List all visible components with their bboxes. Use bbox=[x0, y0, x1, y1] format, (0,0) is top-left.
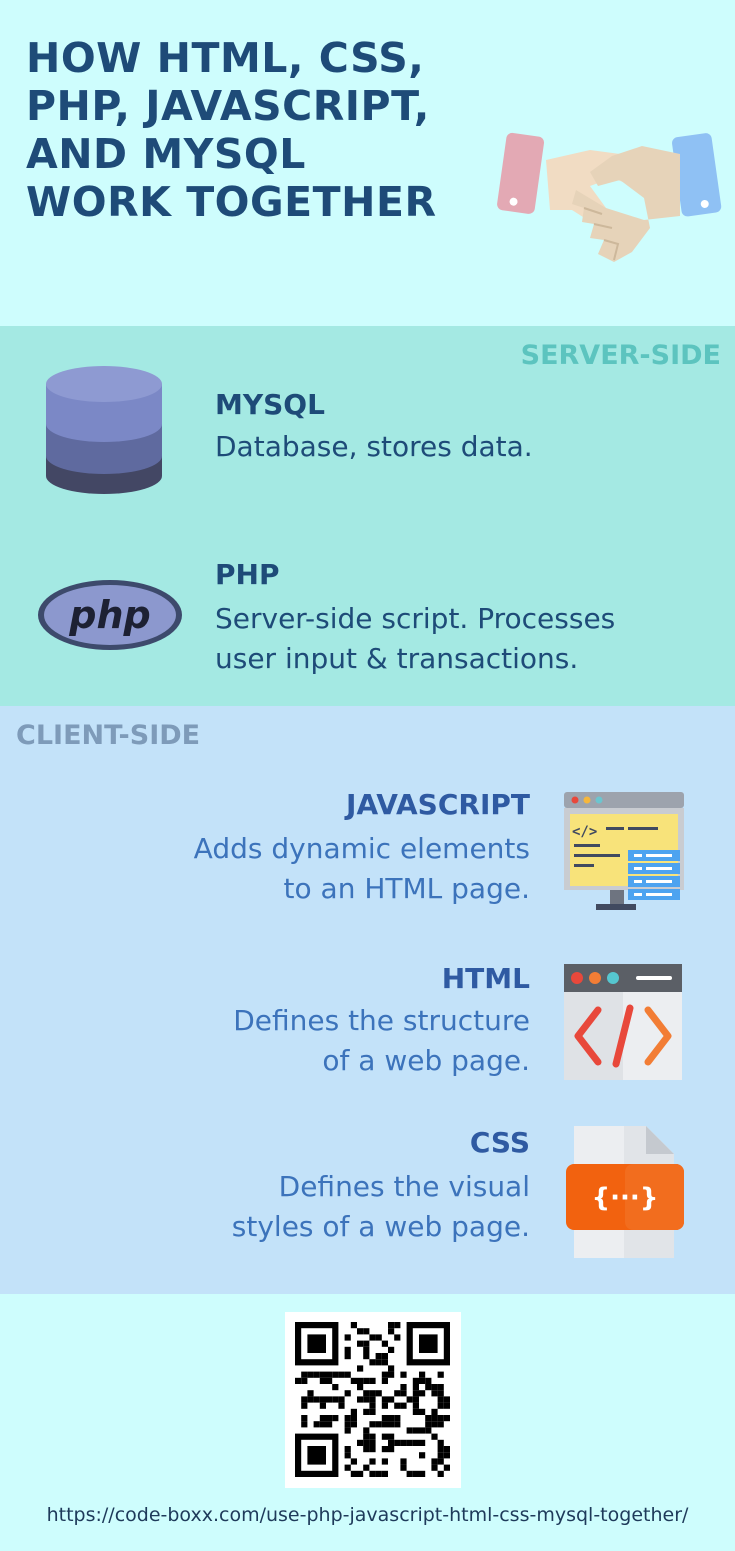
css-desc-line-1: Defines the visual bbox=[278, 1170, 530, 1203]
monitor-code-text: </> bbox=[572, 824, 597, 840]
javascript-title: JAVASCRIPT bbox=[346, 788, 530, 821]
php-desc-line-1: Server-side script. Processes bbox=[215, 602, 616, 635]
php-desc-line-2: user input & transactions. bbox=[215, 642, 579, 675]
footer: https://code-boxx.com/use-php-javascript… bbox=[0, 1294, 735, 1551]
browser-code-icon bbox=[564, 964, 682, 1080]
php-logo-text: php bbox=[68, 593, 150, 637]
mysql-desc-line-1: Database, stores data. bbox=[215, 430, 533, 463]
html-title: HTML bbox=[441, 962, 530, 995]
mysql-title: MYSQL bbox=[215, 388, 325, 421]
handshake-icon bbox=[497, 132, 722, 262]
database-icon bbox=[46, 366, 162, 494]
title-line-3: AND MYSQL bbox=[26, 130, 306, 178]
php-logo-icon: php bbox=[38, 580, 182, 650]
monitor-code-icon: </> bbox=[564, 792, 684, 910]
javascript-desc-line-1: Adds dynamic elements bbox=[193, 832, 530, 865]
title-line-1: HOW HTML, CSS, bbox=[26, 34, 425, 82]
html-desc-line-2: of a web page. bbox=[322, 1044, 530, 1077]
title-line-2: PHP, JAVASCRIPT, bbox=[26, 82, 430, 130]
header: HOW HTML, CSS, PHP, JAVASCRIPT, AND MYSQ… bbox=[0, 0, 735, 326]
client-side-section: CLIENT-SIDE JAVASCRIPT Adds dynamic elem… bbox=[0, 706, 735, 1294]
css-desc-line-2: styles of a web page. bbox=[231, 1210, 530, 1243]
html-desc-line-1: Defines the structure bbox=[233, 1004, 530, 1037]
title-line-4: WORK TOGETHER bbox=[26, 178, 437, 226]
css-file-icon: {···} bbox=[566, 1126, 684, 1258]
css-file-text: {···} bbox=[592, 1183, 659, 1213]
css-title: CSS bbox=[469, 1126, 530, 1159]
php-title: PHP bbox=[215, 558, 280, 591]
qr-code[interactable] bbox=[285, 1312, 461, 1488]
javascript-desc-line-2: to an HTML page. bbox=[283, 872, 530, 905]
server-side-label: SERVER-SIDE bbox=[520, 340, 721, 371]
client-side-label: CLIENT-SIDE bbox=[16, 720, 201, 751]
page-title: HOW HTML, CSS, PHP, JAVASCRIPT, AND MYSQ… bbox=[26, 34, 546, 226]
source-url[interactable]: https://code-boxx.com/use-php-javascript… bbox=[46, 1504, 689, 1526]
server-side-section: SERVER-SIDE MYSQL Database, stores data.… bbox=[0, 326, 735, 706]
